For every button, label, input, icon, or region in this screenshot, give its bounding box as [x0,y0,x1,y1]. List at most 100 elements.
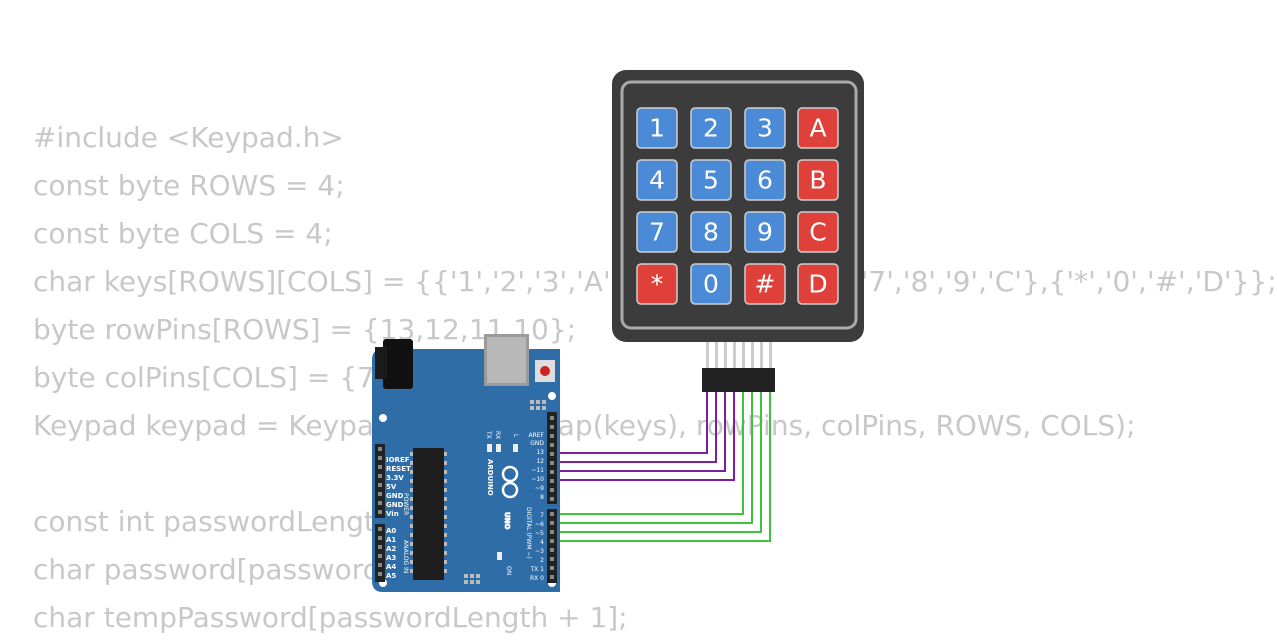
power-pin-label: IOREF [386,456,410,464]
keypad-key-label: # [755,270,776,299]
arduino-logo-icon [501,465,519,499]
digital-pin-label: 2 [540,557,544,564]
digital-pin-label: RX 0 [530,575,544,582]
keypad-key[interactable]: 1 [636,107,678,149]
digital-header-bottom [547,509,557,583]
keypad-key[interactable]: 2 [690,107,732,149]
keypad-bezel [620,80,858,330]
wires [552,392,771,542]
col-wire [552,392,753,524]
power-pin-label: RESET [386,465,411,473]
code-line: byte rowPins[ROWS] = {13,12,11,10}; [33,313,577,346]
on-label: ON [505,566,512,575]
digital-pin-label: ~11 [531,467,544,474]
analog-pin-label: A4 [386,563,396,571]
digital-pin-label: 7 [540,512,544,519]
keypad-key[interactable]: * [636,263,678,305]
col-wire [552,392,762,533]
keypad-key-label: 1 [649,114,665,143]
tx-led-label: TX [485,430,492,439]
analog-header [375,524,385,582]
keypad-key-label: * [651,270,664,299]
keypad-key[interactable]: 0 [690,263,732,305]
code-line: const byte COLS = 4; [33,217,333,250]
keypad-key-label: 9 [757,218,773,247]
digital-label: DIGITAL (PWM ~) [525,507,532,559]
digital-pin-label: ~6 [535,521,544,528]
power-header [375,444,385,518]
analog-pin-label: A5 [386,572,396,580]
row-wire [552,392,708,454]
digital-pin-label: TX 1 [530,566,545,573]
keypad-key-label: 3 [757,114,773,143]
keypad-key[interactable]: 9 [744,211,786,253]
digital-pin-label: 12 [536,458,544,465]
keypad-key-label: 0 [703,270,719,299]
code-line: const int passwordLength = 4; [33,505,462,538]
digital-pin-label: ~10 [531,476,544,483]
power-jack [383,339,413,389]
icsp-header [464,574,480,584]
col-wire [552,392,744,515]
keypad-key-label: 6 [757,166,773,195]
digital-header-top [547,412,557,504]
digital-pin-label: 13 [536,449,544,456]
digital-pin-label: GND [530,440,544,447]
analog-pin-label: A3 [386,554,396,562]
keypad-key-label: 7 [649,218,665,247]
atmega-chip [413,448,444,580]
row-wire [552,392,735,481]
keypad-key[interactable]: C [797,211,839,253]
keypad-key[interactable]: 7 [636,211,678,253]
rx-led-label: RX [494,431,501,439]
keypad-key-label: 8 [703,218,719,247]
keypad-key[interactable]: A [797,107,839,149]
power-pin-label: 3.3V [386,474,404,482]
mounting-hole [379,414,387,422]
code-line: const byte ROWS = 4; [33,169,345,202]
digital-pin-label: 4 [540,539,544,546]
code-line: #include <Keypad.h> [33,121,344,154]
analog-pin-label: A0 [386,527,396,535]
col-wire [552,392,771,542]
arduino-brand: ARDUINO [486,459,494,496]
keypad-key[interactable]: 3 [744,107,786,149]
power-pin-label: GND [386,501,404,509]
digital-pin-label: AREF [528,432,544,439]
digital-pin-label: ~5 [535,530,544,537]
analog-pin-label: A2 [386,545,396,553]
keypad-ribbon-cable [706,342,772,370]
keypad-key-label: 2 [703,114,719,143]
mounting-hole [548,392,556,400]
analog-pin-label: A1 [386,536,396,544]
digital-pin-label: 8 [540,494,544,501]
header-pins [378,416,554,579]
keypad-key[interactable]: 8 [690,211,732,253]
keypad-key-label: B [809,166,826,195]
keypad-key-label: C [809,218,826,247]
keypad-key-label: 4 [649,166,665,195]
keypad-header-connector [702,368,775,392]
keypad-key-label: A [809,114,826,143]
icsp-header [530,400,546,410]
keypad-key[interactable]: # [744,263,786,305]
keypad-key[interactable]: B [797,159,839,201]
keypad-key[interactable]: 6 [744,159,786,201]
analog-label: ANALOG IN [402,540,409,573]
power-label: POWER [402,493,409,515]
keypad-key[interactable]: D [797,263,839,305]
row-wire [552,392,717,463]
row-wire [552,392,726,472]
power-pin-label: Vin [386,510,399,518]
keypad-key[interactable]: 4 [636,159,678,201]
arduino-uno-board[interactable]: ARDUINO UNO DIGITAL (PWM ~) POWER ANALOG… [372,334,560,592]
digital-pin-label: ~3 [535,548,544,555]
keypad-key-label: D [808,270,827,299]
keypad-key[interactable]: 5 [690,159,732,201]
digital-pin-label: ~9 [535,485,544,492]
l-led-label: L [512,434,519,438]
power-pin-label: GND [386,492,404,500]
